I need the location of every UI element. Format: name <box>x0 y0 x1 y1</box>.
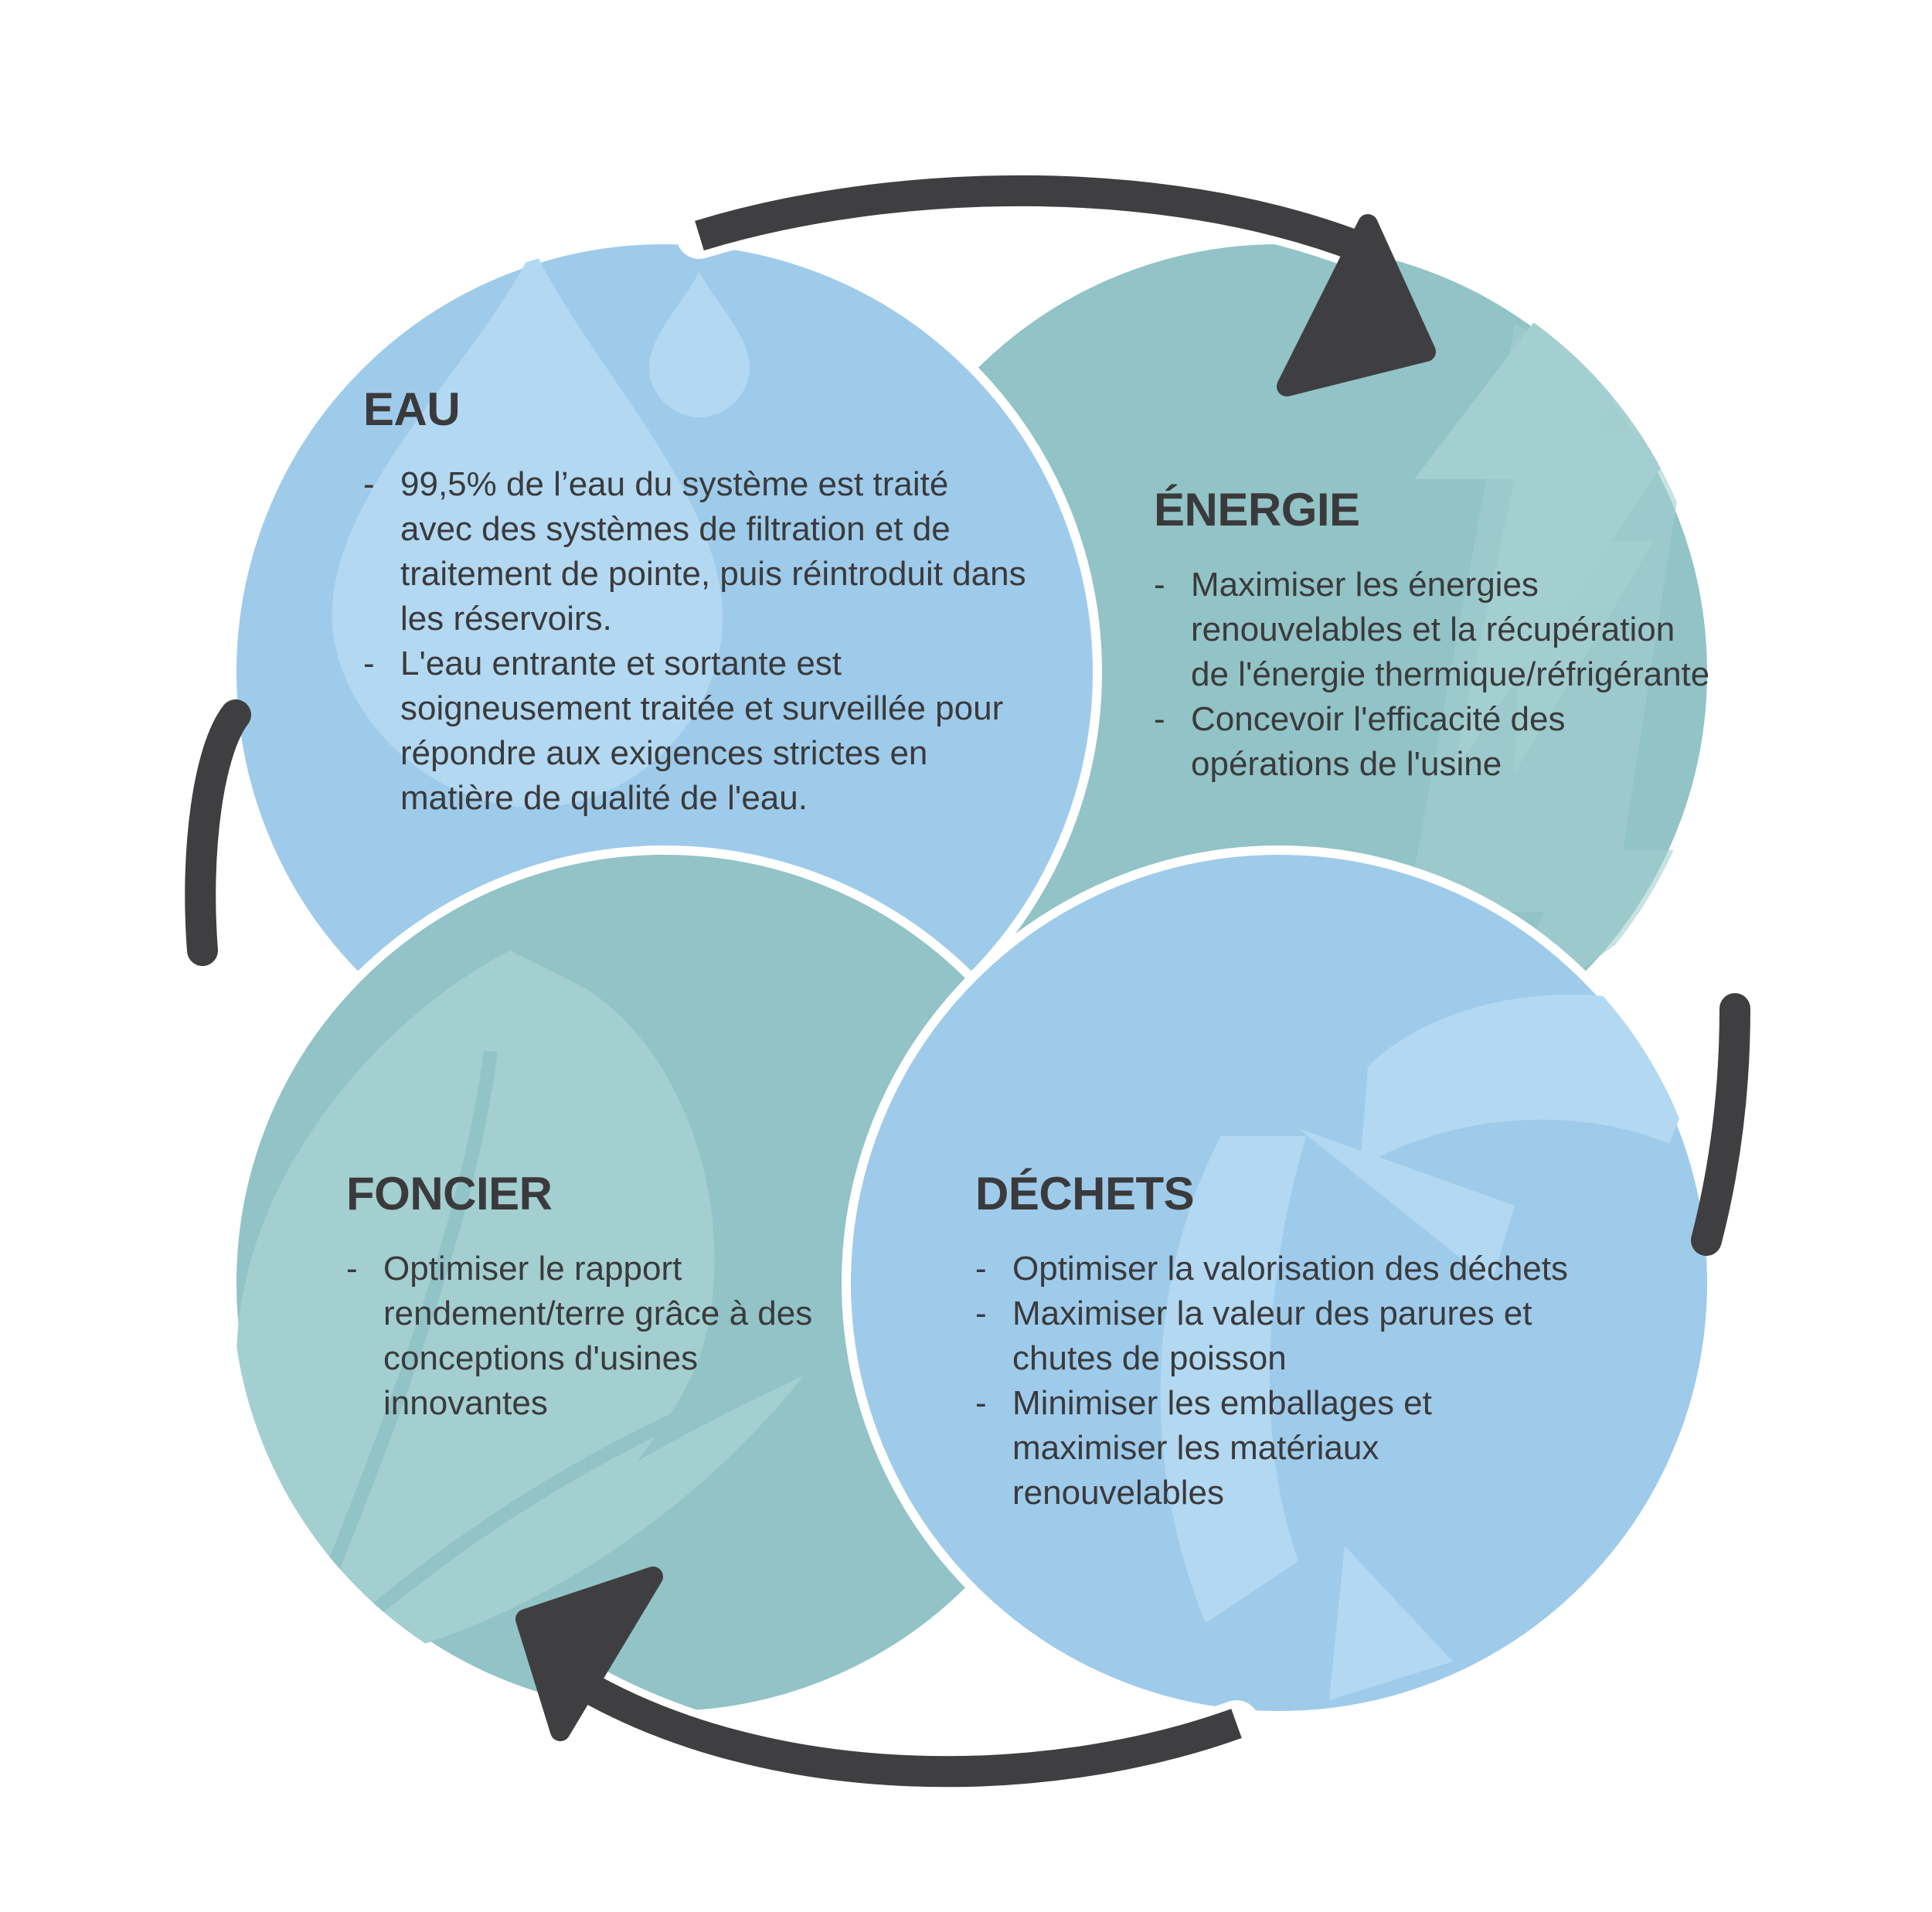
item-text: Minimiser les emballages et maximiser le… <box>1012 1384 1432 1512</box>
item-text: Optimiser le rapport rendement/terre grâ… <box>383 1250 813 1422</box>
cycle-arrow-bottom <box>515 1567 1260 1795</box>
bullet-dash: - <box>975 1250 987 1288</box>
item-text: Maximiser les énergies renouvelables et … <box>1191 566 1710 693</box>
section-energie: ÉNERGIE -Maximiser les énergies renouvel… <box>1154 483 1710 787</box>
section-foncier: FONCIER -Optimiser le rapport rendement/… <box>346 1167 841 1426</box>
bullet-dash: - <box>1154 700 1165 738</box>
bullet-dash: - <box>346 1250 358 1288</box>
bullet-dash: - <box>363 465 375 503</box>
section-eau-item: -99,5% de l’eau du système est traité av… <box>363 462 1028 641</box>
section-energie-item: -Concevoir l'efficacité des opérations d… <box>1154 697 1710 787</box>
section-foncier-item: -Optimiser le rapport rendement/terre gr… <box>346 1247 841 1426</box>
section-foncier-title: FONCIER <box>346 1168 553 1220</box>
recycle-arrows-icon <box>1160 995 1712 1700</box>
section-eau-list: -99,5% de l’eau du système est traité av… <box>363 462 1028 821</box>
circle-dechets <box>842 845 1716 1720</box>
section-foncier-list: -Optimiser le rapport rendement/terre gr… <box>346 1247 841 1426</box>
bullet-dash: - <box>975 1384 987 1422</box>
item-text: L'eau entrante et sortante est soigneuse… <box>400 645 1004 817</box>
section-eau-title: EAU <box>363 383 461 435</box>
section-energie-item: -Maximiser les énergies renouvelables et… <box>1154 563 1710 697</box>
circle-eau <box>227 235 1102 1110</box>
leaf-icon <box>236 951 837 1669</box>
item-text: Maximiser la valeur des parures et chute… <box>1012 1295 1532 1377</box>
item-text: Concevoir l'efficacité des opérations de… <box>1191 700 1566 783</box>
section-dechets-item: -Minimiser les emballages et maximiser l… <box>975 1381 1594 1516</box>
section-dechets-item: -Maximiser la valeur des parures et chut… <box>975 1291 1594 1381</box>
arrowhead-top <box>1277 214 1436 396</box>
item-text: 99,5% de l’eau du système est traité ave… <box>400 465 1026 638</box>
bullet-dash: - <box>363 645 375 682</box>
section-energie-title: ÉNERGIE <box>1154 484 1360 536</box>
section-eau-item: -L'eau entrante et sortante est soigneus… <box>363 641 1028 821</box>
item-text: Optimiser la valorisation des déchets <box>1012 1250 1568 1288</box>
section-dechets: DÉCHETS -Optimiser la valorisation des d… <box>975 1167 1594 1516</box>
section-dechets-title: DÉCHETS <box>975 1168 1195 1220</box>
cycle-arrow-left <box>185 699 251 966</box>
water-drop-icon <box>332 247 750 808</box>
bullet-dash: - <box>1154 566 1165 604</box>
section-eau: EAU -99,5% de l’eau du système est trait… <box>363 383 1028 821</box>
section-dechets-item: -Optimiser la valorisation des déchets <box>975 1247 1594 1291</box>
section-energie-list: -Maximiser les énergies renouvelables et… <box>1154 563 1710 787</box>
arrowhead-bottom <box>515 1567 663 1741</box>
cycle-arrow-top <box>676 167 1436 396</box>
bullet-dash: - <box>975 1295 987 1332</box>
cycle-arrow-right <box>1691 993 1750 1256</box>
section-dechets-list: -Optimiser la valorisation des déchets -… <box>975 1247 1594 1516</box>
